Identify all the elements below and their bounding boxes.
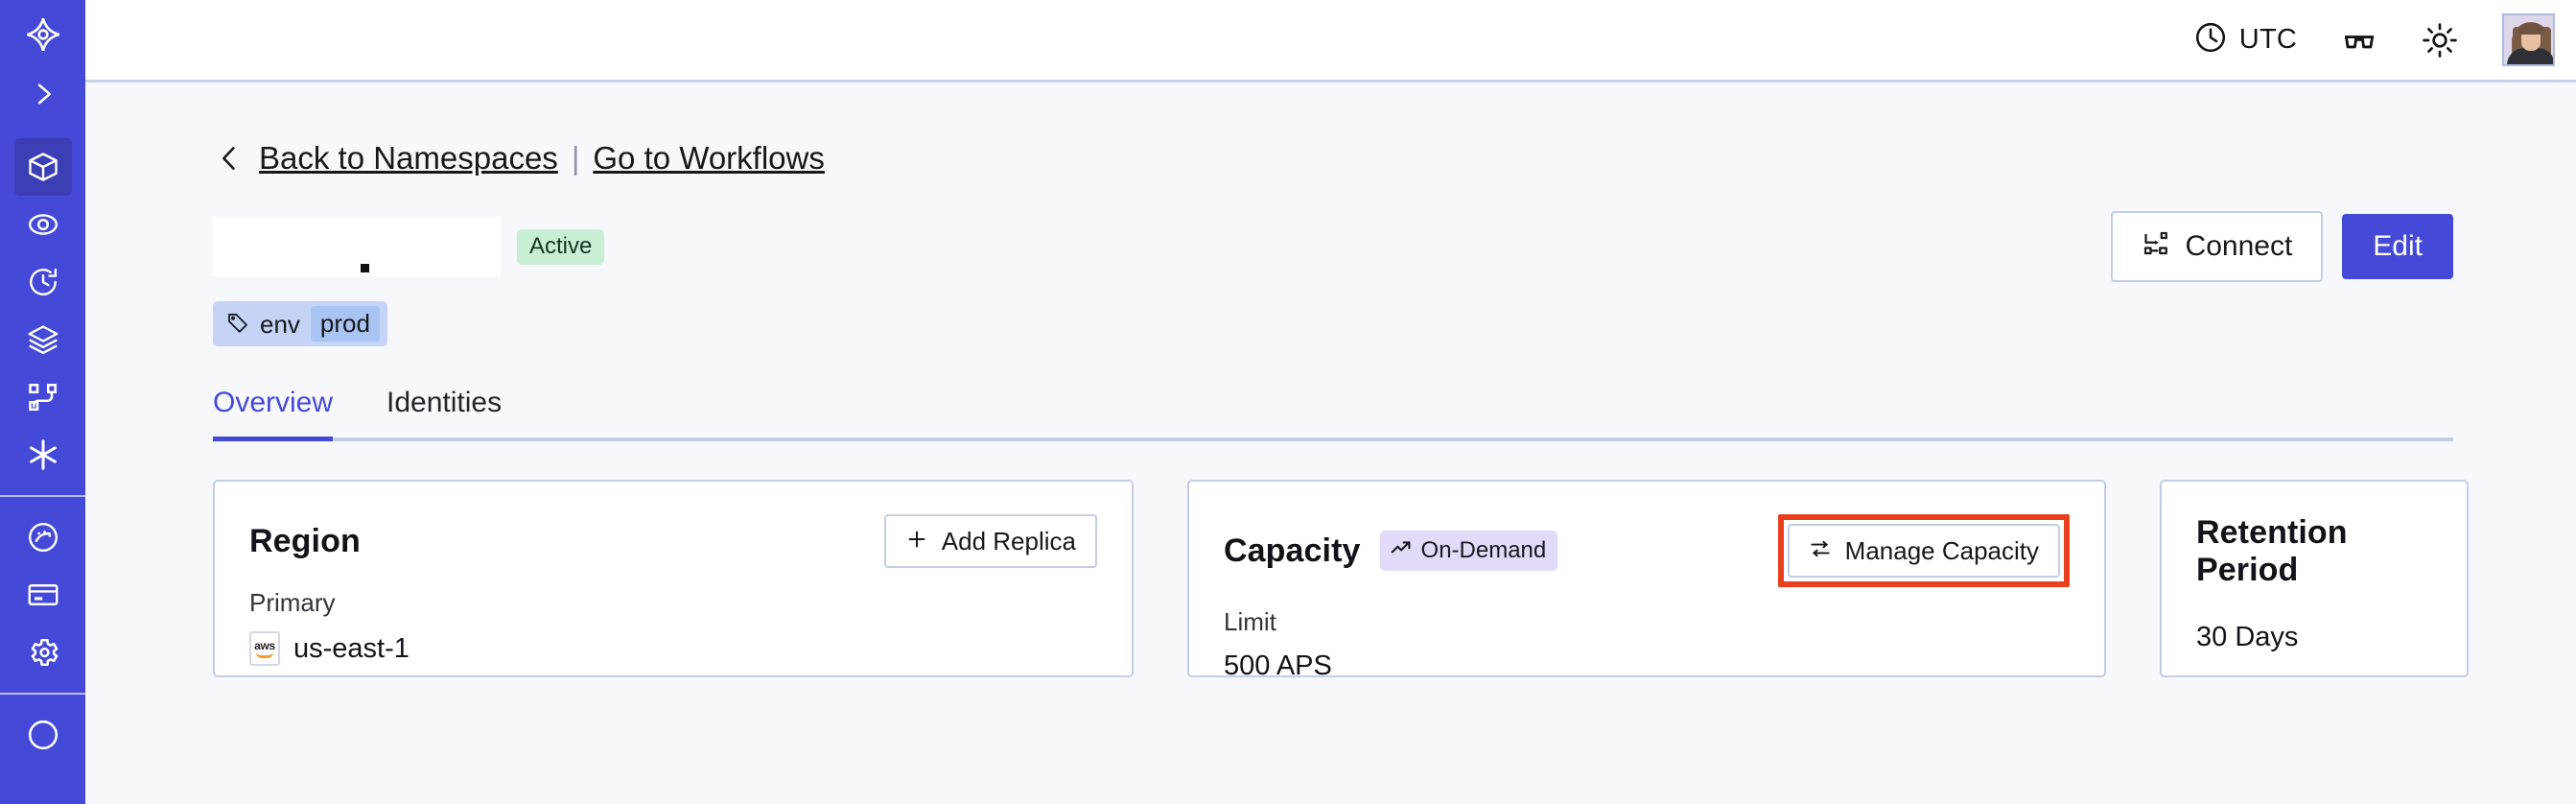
main-area: UTC: [85, 0, 2576, 804]
plus-icon: [905, 528, 928, 555]
sliders-icon: [1809, 537, 1832, 564]
namespace-tags: env prod: [213, 301, 2453, 346]
sun-icon[interactable]: [2422, 22, 2458, 59]
sidebar-item-namespaces[interactable]: [13, 138, 72, 196]
region-card-title: Region: [249, 522, 361, 559]
tag-env-prod[interactable]: env prod: [213, 301, 387, 346]
status-badge: Active: [517, 228, 605, 265]
sidebar-item-observability[interactable]: [14, 196, 72, 253]
retention-card: Retention Period 30 Days: [2160, 480, 2469, 677]
back-to-namespaces-link[interactable]: Back to Namespaces: [259, 140, 558, 176]
glasses-icon[interactable]: [2341, 22, 2377, 59]
tab-bar: Overview Identities: [213, 387, 2453, 441]
manage-capacity-highlight: Manage Capacity: [1777, 514, 2070, 587]
sidebar-item-settings[interactable]: [14, 624, 72, 681]
sidebar-item-layers[interactable]: [14, 311, 72, 368]
page-content: Back to Namespaces | Go to Workflows Act…: [85, 83, 2576, 804]
sidebar-item-history[interactable]: [14, 253, 72, 311]
connect-icon: [2142, 229, 2170, 264]
manage-capacity-label: Manage Capacity: [1844, 536, 2039, 565]
avatar[interactable]: [2502, 13, 2555, 66]
manage-capacity-button[interactable]: Manage Capacity: [1787, 524, 2060, 578]
namespace-name-dot: [361, 263, 369, 272]
region-sub-label: Primary: [249, 588, 336, 617]
connect-button[interactable]: Connect: [2110, 211, 2324, 282]
tag-key: env: [260, 309, 300, 339]
edit-label: Edit: [2373, 230, 2423, 262]
retention-card-title: Retention Period: [2196, 514, 2348, 588]
trend-up-icon: [1390, 536, 1413, 564]
add-replica-label: Add Replica: [941, 527, 1076, 556]
aws-logo-icon: aws: [249, 631, 280, 666]
namespace-actions: Connect Edit: [2110, 211, 2453, 282]
on-demand-label: On-Demand: [1420, 536, 1547, 563]
tab-identities[interactable]: Identities: [386, 387, 503, 418]
region-value: us-east-1: [293, 632, 410, 664]
namespace-title-row: Active: [213, 211, 2453, 282]
namespace-name: [213, 217, 501, 276]
top-bar: UTC: [85, 0, 2576, 83]
connect-label: Connect: [2185, 230, 2293, 262]
capacity-card-title: Capacity: [1224, 532, 1361, 569]
region-value-row: aws us-east-1: [249, 631, 1097, 666]
tag-icon: [226, 311, 249, 338]
tag-value: prod: [310, 306, 380, 342]
breadcrumb: Back to Namespaces | Go to Workflows: [213, 83, 2453, 177]
sidebar-item-help[interactable]: [14, 706, 72, 764]
go-to-workflows-link[interactable]: Go to Workflows: [593, 140, 825, 176]
clock-icon: [2193, 20, 2228, 59]
breadcrumb-divider: |: [571, 140, 580, 176]
capacity-value: 500 APS: [1224, 650, 1332, 681]
on-demand-badge: On-Demand: [1379, 531, 1558, 571]
left-sidebar: [0, 0, 85, 804]
capacity-card: Capacity On-Demand: [1187, 480, 2106, 681]
sidebar-item-billing[interactable]: [14, 566, 72, 624]
edit-button[interactable]: Edit: [2342, 214, 2453, 279]
timezone-selector[interactable]: UTC: [2193, 20, 2297, 59]
logo-icon[interactable]: [14, 8, 72, 61]
retention-value: 30 Days: [2196, 622, 2299, 652]
sidebar-item-workflows[interactable]: [14, 368, 72, 426]
add-replica-button[interactable]: Add Replica: [883, 514, 1097, 568]
capacity-sub-label: Limit: [1224, 607, 1276, 636]
timezone-label: UTC: [2238, 24, 2297, 55]
aws-logo-text: aws: [254, 638, 275, 652]
sidebar-item-nexus[interactable]: [14, 426, 72, 484]
overview-cards: Region Add Replica: [213, 480, 2469, 681]
chevron-left-icon[interactable]: [213, 142, 246, 175]
sidebar-divider-2: [0, 693, 85, 695]
expand-icon[interactable]: [14, 65, 72, 123]
tab-overview[interactable]: Overview: [213, 387, 334, 441]
sidebar-divider-1: [0, 495, 85, 497]
sidebar-item-usage[interactable]: [14, 508, 72, 566]
region-card: Region Add Replica: [213, 480, 1134, 677]
